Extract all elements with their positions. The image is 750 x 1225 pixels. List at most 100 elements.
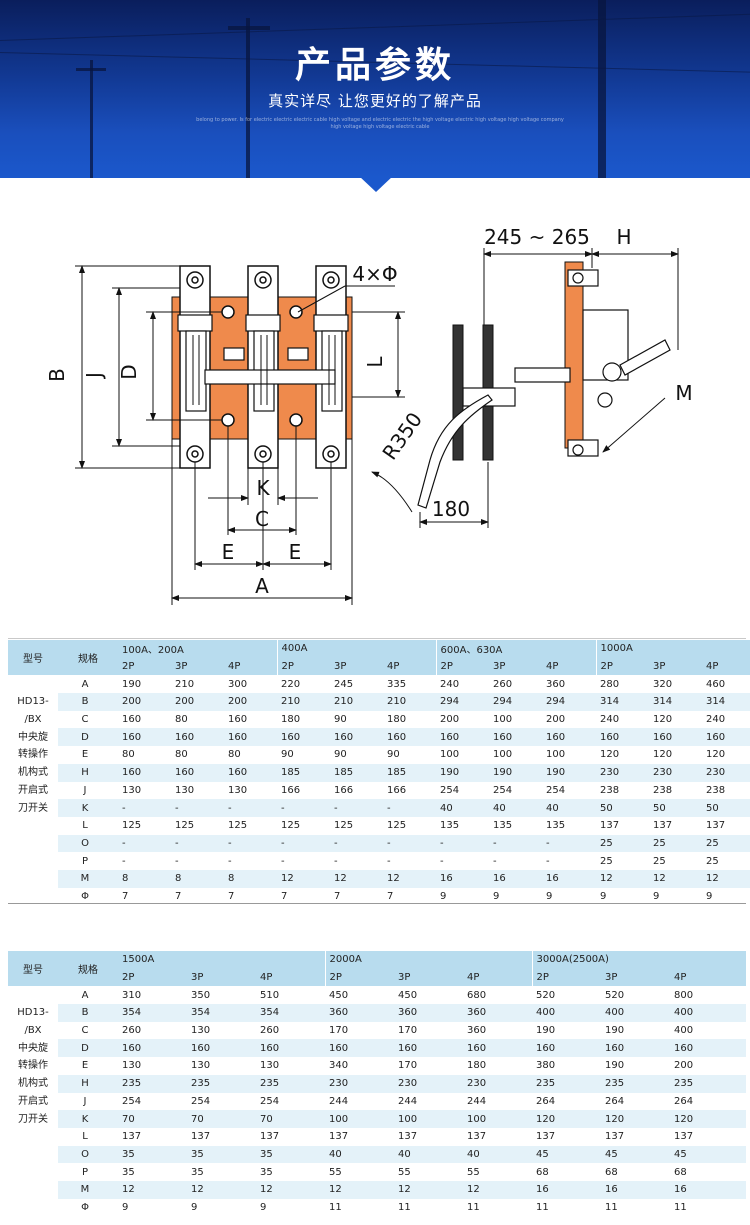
value-cell: 80: [118, 746, 171, 764]
value-cell: 360: [463, 1004, 533, 1022]
value-cell: 300: [224, 675, 278, 694]
value-cell: 12: [702, 869, 750, 888]
value-cell: 130: [187, 1021, 256, 1040]
model-name-line: 转操作: [18, 749, 48, 761]
value-cell: 160: [224, 728, 278, 747]
value-cell: 190: [118, 675, 171, 694]
capacity-header: 3000A(2500A): [531, 951, 747, 969]
value-cell: 12: [256, 1180, 325, 1199]
value-cell: 320: [649, 675, 703, 694]
value-cell: 16: [542, 869, 597, 888]
value-cell: 185: [330, 763, 384, 782]
model-name-line: 中央旋: [18, 731, 48, 743]
value-cell: 238: [596, 781, 650, 800]
value-cell: -: [118, 834, 171, 853]
value-cell: 400: [670, 1004, 747, 1022]
value-cell: 314: [702, 693, 750, 711]
dim-label-R: R350: [378, 408, 428, 464]
value-cell: 240: [702, 710, 750, 729]
front-dimensions: [75, 265, 405, 605]
value-cell: 12: [394, 1180, 463, 1199]
value-cell: 80: [171, 746, 224, 764]
model-name-line: /BX: [24, 1025, 42, 1037]
value-cell: 160: [187, 1039, 256, 1058]
value-cell: 235: [187, 1074, 256, 1093]
value-cell: 12: [277, 869, 331, 888]
value-cell: 35: [118, 1145, 187, 1164]
value-cell: 120: [649, 746, 703, 764]
value-cell: 160: [277, 728, 331, 747]
value-cell: 40: [394, 1145, 463, 1164]
param-key-cell: C: [58, 1021, 118, 1040]
value-cell: 12: [463, 1180, 533, 1199]
value-cell: -: [171, 834, 224, 853]
pole-header: 3P: [187, 968, 256, 987]
value-cell: 185: [383, 763, 437, 782]
model-name-line: 机构式: [18, 767, 48, 779]
param-key-cell: L: [58, 1127, 118, 1146]
pole-header: 3P: [330, 657, 384, 676]
value-cell: -: [277, 852, 331, 870]
value-cell: 7: [224, 887, 278, 906]
param-key-cell: A: [58, 675, 118, 694]
value-cell: 35: [118, 1163, 187, 1181]
value-cell: 680: [463, 986, 533, 1005]
value-cell: 137: [702, 816, 750, 835]
value-cell: 137: [601, 1127, 671, 1146]
value-cell: 800: [670, 986, 747, 1005]
value-cell: 160: [463, 1039, 533, 1058]
value-cell: 137: [463, 1127, 533, 1146]
value-cell: 260: [118, 1021, 187, 1040]
value-cell: 170: [394, 1021, 463, 1040]
model-name-line: 中央旋: [18, 1042, 48, 1054]
value-cell: 314: [596, 693, 650, 711]
value-cell: -: [330, 799, 384, 817]
value-cell: 354: [187, 1004, 256, 1022]
value-cell: 340: [325, 1057, 394, 1075]
value-cell: 130: [256, 1057, 325, 1075]
value-cell: 235: [118, 1074, 187, 1093]
pole-header: 3P: [601, 968, 671, 987]
value-cell: -: [542, 834, 597, 853]
value-cell: 68: [670, 1163, 747, 1181]
model-name-line: 机构式: [18, 1078, 48, 1090]
value-cell: 360: [542, 675, 597, 694]
value-cell: 7: [383, 887, 437, 906]
value-cell: 137: [256, 1127, 325, 1146]
value-cell: 190: [601, 1021, 671, 1040]
value-cell: 400: [532, 1004, 602, 1022]
value-cell: -: [171, 799, 224, 817]
value-cell: 35: [256, 1145, 325, 1164]
value-cell: 354: [256, 1004, 325, 1022]
value-cell: -: [436, 852, 490, 870]
value-cell: 170: [394, 1057, 463, 1075]
utility-pole-left: [90, 60, 93, 178]
value-cell: 12: [325, 1180, 394, 1199]
value-cell: 235: [601, 1074, 671, 1093]
value-cell: 9: [489, 887, 543, 906]
value-cell: 125: [330, 816, 384, 835]
value-cell: 254: [256, 1092, 325, 1111]
param-key-cell: M: [58, 1180, 118, 1199]
value-cell: 16: [670, 1180, 747, 1199]
value-cell: 40: [436, 799, 490, 817]
side-dimensions: [371, 248, 679, 528]
value-cell: 360: [463, 1021, 533, 1040]
value-cell: 230: [394, 1074, 463, 1093]
value-cell: 100: [463, 1110, 533, 1128]
model-name-line: 开启式: [18, 1095, 48, 1107]
value-cell: 90: [330, 746, 384, 764]
value-cell: 354: [118, 1004, 187, 1022]
value-cell: 210: [171, 675, 224, 694]
utility-pole-crossarm-left: [76, 68, 106, 71]
param-key-cell: Φ: [58, 1198, 118, 1217]
